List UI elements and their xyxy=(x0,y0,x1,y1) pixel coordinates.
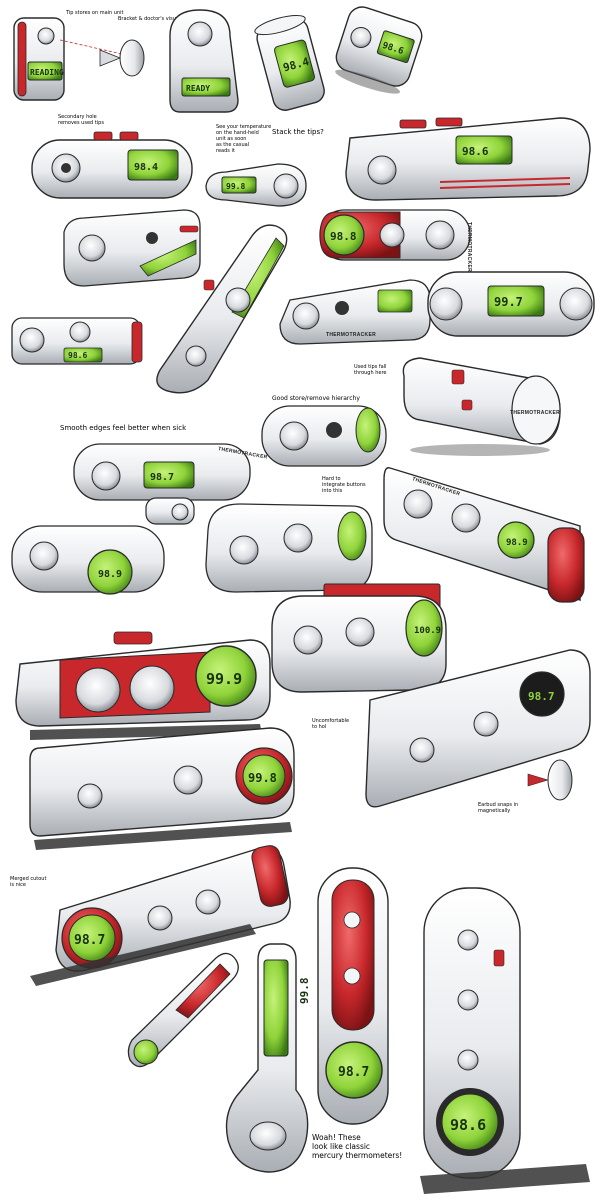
sketch-side-lcd-dock xyxy=(261,405,387,467)
sketch-handheld-teardrop: 99.8 xyxy=(205,163,307,207)
ready-readout: READY xyxy=(186,84,210,93)
sketch-flat-dock: 98.6 xyxy=(11,317,143,365)
stack-annotation: Stack the tips? xyxy=(272,128,324,136)
brand-label-3: THERMOTRACKER xyxy=(510,410,560,416)
flat-dock-readout: 98.6 xyxy=(68,351,87,360)
hierarchy-annotation: Good store/remove hierarchy xyxy=(272,395,360,402)
capsule-readout: 98.4 xyxy=(134,162,158,173)
sketch-horizontal-capsule: 98.4 xyxy=(31,131,193,199)
small-round-readout: 98.9 xyxy=(98,569,122,580)
sketch-cone-handheld: THERMOTRACKER xyxy=(402,357,561,456)
smooth-dock-readout: 98.7 xyxy=(150,472,174,483)
brand-label-1: THERMOTRACKER xyxy=(466,222,472,272)
sketch-peanut-dock xyxy=(205,503,373,593)
red-ring-readout: 99.8 xyxy=(248,771,277,785)
black-lcd-readout: 98.7 xyxy=(528,690,555,703)
sketch-long-red-ring: 99.8 xyxy=(29,727,295,850)
sketch-small-diagonal-red xyxy=(127,952,239,1068)
wrench-readout: 99.8 xyxy=(298,978,311,1005)
sketch-earbud xyxy=(527,759,573,801)
sketch-diagonal-red-cap: 98.7 xyxy=(30,845,291,986)
grey-thermometer-readout: 98.6 xyxy=(450,1116,486,1134)
reading-readout: READING xyxy=(30,68,64,77)
red-capsule-readout: 98.7 xyxy=(338,1065,369,1080)
sketch-angled-black-lcd: 98.7 xyxy=(365,649,591,808)
red-cap-readout: 98.7 xyxy=(74,933,105,948)
sketch-tilted-device: 98.6 xyxy=(335,6,423,94)
sketch-mid-capsule: THERMOTRACKER xyxy=(279,279,431,345)
sketch-smooth-dock: 98.7 THERMOTRACKER xyxy=(73,443,268,525)
sketch-cylinder-device: 98.4 xyxy=(254,15,325,111)
sketch-tip-cone xyxy=(99,39,145,77)
brand-label-2: THERMOTRACKER xyxy=(326,332,376,338)
sketch-round-lcd-red: 98.8 THERMOTRACKER xyxy=(319,209,472,272)
sketch-wrench-thermometer: 99.8 xyxy=(225,943,311,1173)
teardrop-readout: 99.8 xyxy=(226,182,245,191)
bracket-annotation: Bracket & doctor's visual mirror xyxy=(118,16,198,22)
base-station-readout: 98.6 xyxy=(462,145,489,158)
sketch-ready-device: READY xyxy=(169,9,239,113)
strap-annotation: Tip stores on main unit xyxy=(65,10,124,16)
sketch-wedge-device xyxy=(63,209,201,287)
triple-port-readout: 99.7 xyxy=(494,295,523,309)
sketch-small-round-dock: 98.9 xyxy=(11,525,165,595)
sketch-red-end-dock: 98.9 THERMOTRACKER xyxy=(383,467,585,603)
red-end-readout: 98.9 xyxy=(506,538,528,548)
vertical-lcd-readout: 100.9 xyxy=(414,626,441,636)
round-red-readout: 98.8 xyxy=(330,230,357,243)
sketch-grey-thermometer: 98.6 xyxy=(420,887,590,1194)
big-red-readout: 99.9 xyxy=(206,670,242,688)
sketch-red-capsule-thermometer: 98.7 xyxy=(317,867,389,1125)
sketch-big-red-dock: 99.9 xyxy=(15,631,271,740)
smooth-annotation: Smooth edges feel better when sick xyxy=(60,424,187,432)
sketch-base-station: 98.6 xyxy=(345,117,591,201)
sketch-diagonal-handheld xyxy=(156,224,288,394)
sketch-triple-port-dock: 99.7 xyxy=(427,271,595,337)
sketch-reading-device: READING xyxy=(13,17,123,101)
sketch-vertical-lcd-dock: 100.9 xyxy=(271,583,447,693)
